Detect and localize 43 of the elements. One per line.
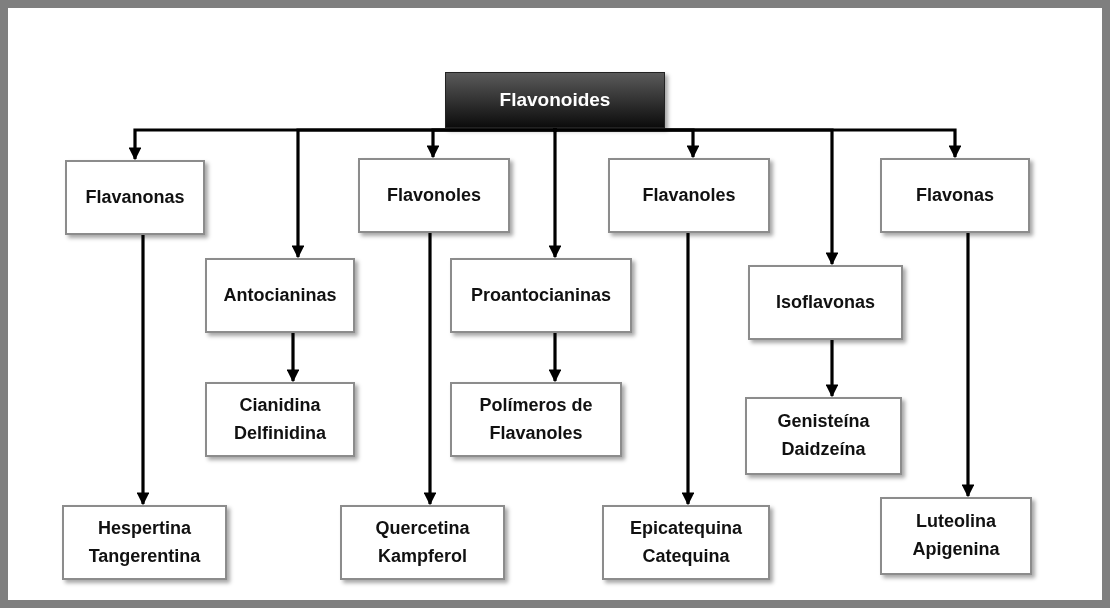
arrow: [286, 333, 300, 383]
node-label: Flavanonas: [85, 185, 185, 209]
node-label: Proantocianinas: [470, 283, 611, 307]
node-label: Delfinidina: [234, 421, 326, 445]
node-label: Flavanoles: [642, 183, 736, 207]
node-label: Hespertina: [97, 516, 191, 540]
category-box: [65, 160, 205, 235]
category-box: [340, 505, 505, 580]
arrow: [961, 233, 975, 498]
node-label: Luteolina: [916, 510, 996, 534]
category-box: [608, 158, 770, 233]
node-label: Genisteína: [777, 410, 870, 434]
category-box: [450, 382, 622, 457]
arrow: [136, 235, 150, 506]
node-label: Polímeros de Flavanoles: [478, 393, 594, 445]
category-box: [745, 397, 902, 475]
node-label: Flavonas: [916, 183, 994, 207]
category-box: [205, 382, 355, 457]
arrow: [681, 233, 695, 506]
node-label: Cianidina: [239, 393, 321, 417]
node-label: Isoflavonas: [775, 290, 875, 314]
node-label: Flavonoides: [499, 88, 611, 113]
node-label: Daidzeína: [781, 438, 866, 461]
category-box: [205, 258, 355, 333]
node-label: Antocianinas: [223, 283, 337, 307]
category-box: [62, 505, 227, 580]
arrow: [825, 340, 839, 398]
arrow: [548, 333, 562, 383]
category-box: [358, 158, 510, 233]
arrow: [423, 233, 437, 506]
root-box: [445, 72, 665, 128]
node-label: Flavonoles: [387, 183, 481, 207]
node-label: Kampferol: [378, 544, 467, 568]
node-label: Catequina: [642, 544, 730, 568]
node-label: Tangerentina: [88, 544, 201, 568]
category-box: [602, 505, 770, 580]
category-box: [450, 258, 632, 333]
category-box: [748, 265, 903, 340]
category-box: [880, 158, 1030, 233]
category-box: [880, 497, 1032, 575]
node-label: Epicatequina: [630, 516, 742, 540]
node-label: Apigenina: [912, 538, 1000, 561]
node-label: Quercetina: [375, 516, 470, 540]
